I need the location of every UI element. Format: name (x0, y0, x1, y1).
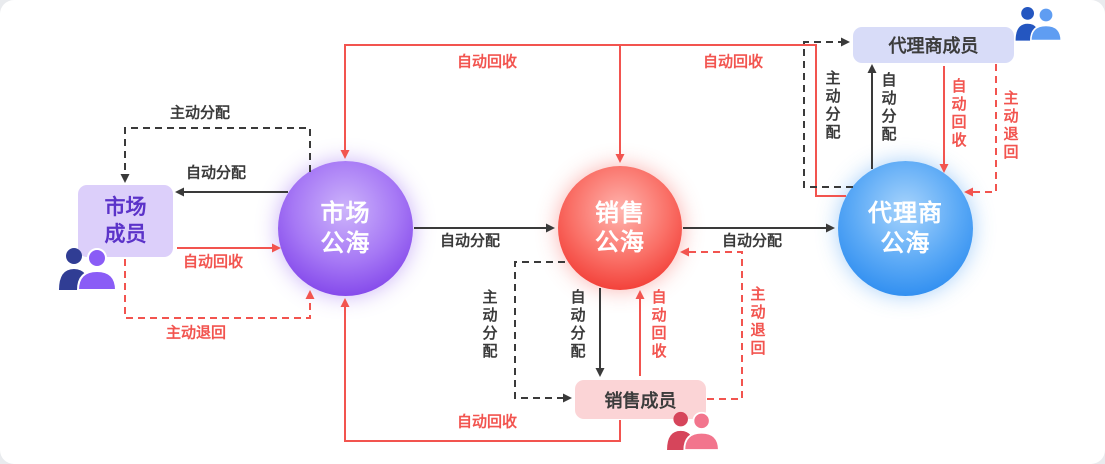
pool-label-line1: 代理商 (868, 200, 943, 228)
label-agent-auto-assign: 自动分配 (879, 72, 897, 144)
pool-label-line2: 公海 (595, 229, 645, 256)
agent-members-box: 代理商成员 (853, 27, 1014, 63)
market-members-box: 市场 成员 (78, 185, 173, 257)
label-sales-manual-assign: 主动分配 (480, 289, 498, 361)
label-agent-auto-recycle: 自动回收 (949, 78, 967, 150)
sales-members-people-icon (667, 411, 720, 450)
sales-pool-circle: 销售 公海 (558, 166, 682, 290)
label-flow-market-to-sales-auto-assign: 自动分配 (439, 232, 501, 250)
agent-pool-circle: 代理商 公海 (838, 161, 973, 296)
arrow-sales-manual-return (680, 247, 743, 400)
label-top-auto-recycle-left: 自动回收 (456, 53, 518, 71)
label-agent-manual-return: 主动退回 (1001, 90, 1019, 162)
agent-members-people-icon (1015, 7, 1062, 41)
label-top-auto-recycle-right: 自动回收 (702, 53, 764, 71)
member-label-line1: 市场 (104, 195, 147, 219)
pool-label: 代理商 公海 (868, 199, 943, 258)
label-sales-auto-assign: 自动分配 (568, 289, 586, 361)
label-bottom-auto-recycle: 自动回收 (456, 413, 518, 431)
member-label: 代理商成员 (888, 36, 979, 56)
label-agent-manual-assign: 主动分配 (823, 70, 841, 142)
label-flow-sales-to-agent-auto-assign: 自动分配 (721, 232, 783, 250)
pool-label-line2: 公海 (320, 229, 371, 257)
member-label: 销售成员 (604, 390, 677, 411)
label-sales-auto-recycle: 自动回收 (649, 289, 667, 361)
label-market-manual-assign: 主动分配 (169, 104, 231, 122)
pool-label: 市场 公海 (321, 199, 371, 258)
market-pool-circle: 市场 公海 (278, 161, 413, 296)
arrow-sales-manual-assign (514, 261, 572, 403)
pool-label-line1: 销售 (595, 199, 645, 227)
pool-label-line2: 公海 (880, 229, 931, 257)
label-sales-manual-return: 主动退回 (748, 286, 766, 358)
pool-label-line1: 市场 (320, 200, 371, 228)
label-market-auto-assign: 自动分配 (185, 164, 247, 182)
arrow-agent-manual-return (964, 64, 997, 197)
pool-label: 销售 公海 (595, 199, 645, 258)
label-market-auto-recycle: 自动回收 (182, 253, 244, 271)
label-market-manual-return: 主动退回 (165, 324, 227, 342)
member-label-line2: 成员 (104, 223, 147, 246)
market-members-people-icon (59, 248, 117, 290)
